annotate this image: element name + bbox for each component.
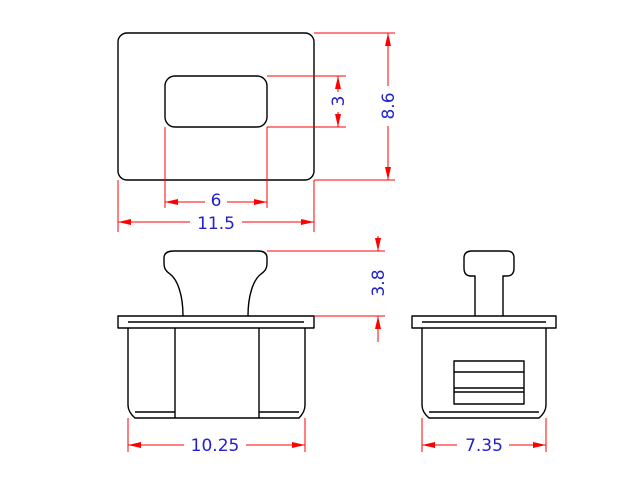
dim-front-base-width-label: 10.25 — [191, 436, 240, 456]
top-view-outer-frame — [117, 32, 315, 181]
top-view-slot — [164, 75, 268, 128]
dim-knob-height: 3.8 — [267, 236, 389, 342]
front-view — [117, 250, 315, 419]
front-view-flange — [117, 315, 315, 329]
dim-slot-height: 3 — [267, 75, 349, 128]
side-view-latch-window — [453, 360, 525, 405]
dim-overall-width-label: 11.5 — [197, 214, 235, 234]
dim-side-base-width-label: 7.35 — [465, 436, 503, 456]
side-view-knob — [463, 250, 515, 316]
dim-side-base-width: 7.35 — [421, 418, 547, 456]
side-view-flange — [411, 315, 557, 329]
dim-overall-width: 11.5 — [117, 180, 315, 234]
front-view-knob — [163, 250, 268, 317]
dim-slot-height-label: 3 — [329, 96, 349, 107]
side-view-body — [421, 328, 547, 419]
top-view — [117, 32, 315, 181]
dim-overall-height-label: 8.6 — [379, 92, 399, 119]
dim-knob-height-label: 3.8 — [369, 269, 389, 296]
dim-overall-height: 8.6 — [314, 32, 399, 181]
dim-slot-width: 6 — [164, 127, 268, 211]
dim-front-base-width: 10.25 — [127, 418, 306, 456]
front-view-body — [127, 328, 306, 419]
side-view — [411, 250, 557, 419]
dim-slot-width-label: 6 — [211, 191, 222, 211]
